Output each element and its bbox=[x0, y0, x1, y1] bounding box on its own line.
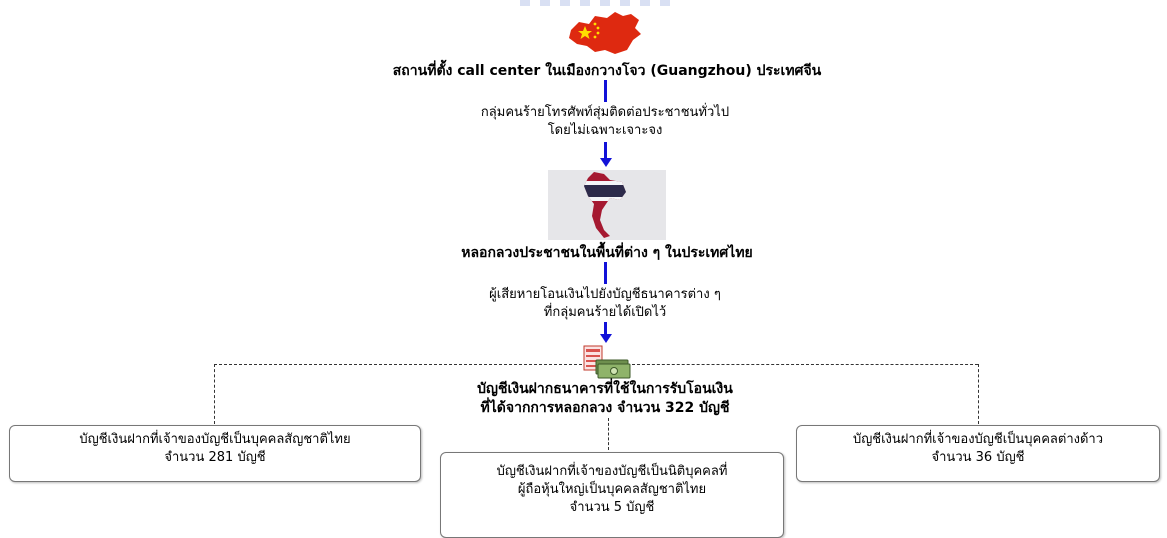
accounts-label: บัญชีเงินฝากธนาคารที่ใช้ในการรับโอนเงิน … bbox=[395, 380, 815, 418]
edge-2-label: ผู้เสียหายโอนเงินไปยังบัญชีธนาคารต่าง ๆ … bbox=[400, 286, 810, 322]
edge-2-line-1: ผู้เสียหายโอนเงินไปยังบัญชีธนาคารต่าง ๆ bbox=[489, 287, 721, 302]
dashed-connector-left bbox=[214, 364, 582, 365]
bank-account-money-icon bbox=[583, 345, 631, 379]
thai-individual-accounts-box: บัญชีเงินฝากที่เจ้าของบัญชีเป็นบุคคลสัญช… bbox=[9, 425, 421, 482]
deceive-label: หลอกลวงประชาชนในพื้นที่ต่าง ๆ ในประเทศไท… bbox=[461, 245, 753, 261]
box-2-line-3: จำนวน 5 บัญชี bbox=[569, 500, 655, 515]
top-strip-decoration bbox=[520, 0, 680, 6]
box-3-line-1: บัญชีเงินฝากที่เจ้าของบัญชีเป็นบุคคลต่าง… bbox=[852, 432, 1104, 447]
arrow-2-lower bbox=[604, 322, 607, 336]
arrow-1-head bbox=[599, 158, 612, 167]
box-2-line-2: ผู้ถือหุ้นใหญ่เป็นบุคคลสัญชาติไทย bbox=[517, 482, 707, 497]
thailand-flag-map-icon bbox=[584, 172, 626, 238]
arrow-2-upper bbox=[604, 262, 607, 284]
box-3-line-2: จำนวน 36 บัญชี bbox=[931, 450, 1025, 465]
accounts-line-2: ที่ได้จากการหลอกลวง จำนวน 322 บัญชี bbox=[480, 400, 730, 416]
origin-label: สถานที่ตั้ง call center ในเมืองกวางโจว (… bbox=[392, 63, 822, 79]
dashed-drop-right bbox=[978, 364, 979, 424]
dashed-drop-left bbox=[214, 364, 215, 424]
box-2-line-1: บัญชีเงินฝากที่เจ้าของบัญชีเป็นนิติบุคคล… bbox=[496, 464, 728, 479]
box-1-line-2: จำนวน 281 บัญชี bbox=[164, 450, 266, 465]
arrow-2-head bbox=[599, 334, 612, 343]
arrow-1-upper bbox=[604, 80, 607, 102]
edge-2-line-2: ที่กลุ่มคนร้ายได้เปิดไว้ bbox=[543, 305, 667, 320]
foreign-individual-accounts-box: บัญชีเงินฝากที่เจ้าของบัญชีเป็นบุคคลต่าง… bbox=[796, 425, 1160, 482]
dashed-drop-center bbox=[608, 418, 609, 450]
edge-1-line-2: โดยไม่เฉพาะเจาะจง bbox=[547, 123, 663, 138]
arrow-1-lower bbox=[604, 142, 607, 158]
box-1-line-1: บัญชีเงินฝากที่เจ้าของบัญชีเป็นบุคคลสัญช… bbox=[79, 432, 351, 447]
edge-1-line-1: กลุ่มคนร้ายโทรศัพท์สุ่มติดต่อประชาชนทั่ว… bbox=[480, 105, 730, 120]
accounts-line-1: บัญชีเงินฝากธนาคารที่ใช้ในการรับโอนเงิน bbox=[477, 381, 733, 397]
edge-1-label: กลุ่มคนร้ายโทรศัพท์สุ่มติดต่อประชาชนทั่ว… bbox=[400, 104, 810, 140]
juristic-person-accounts-box: บัญชีเงินฝากที่เจ้าของบัญชีเป็นนิติบุคคล… bbox=[440, 452, 784, 538]
china-flag-map-icon bbox=[569, 12, 641, 54]
dashed-connector-right bbox=[632, 364, 978, 365]
